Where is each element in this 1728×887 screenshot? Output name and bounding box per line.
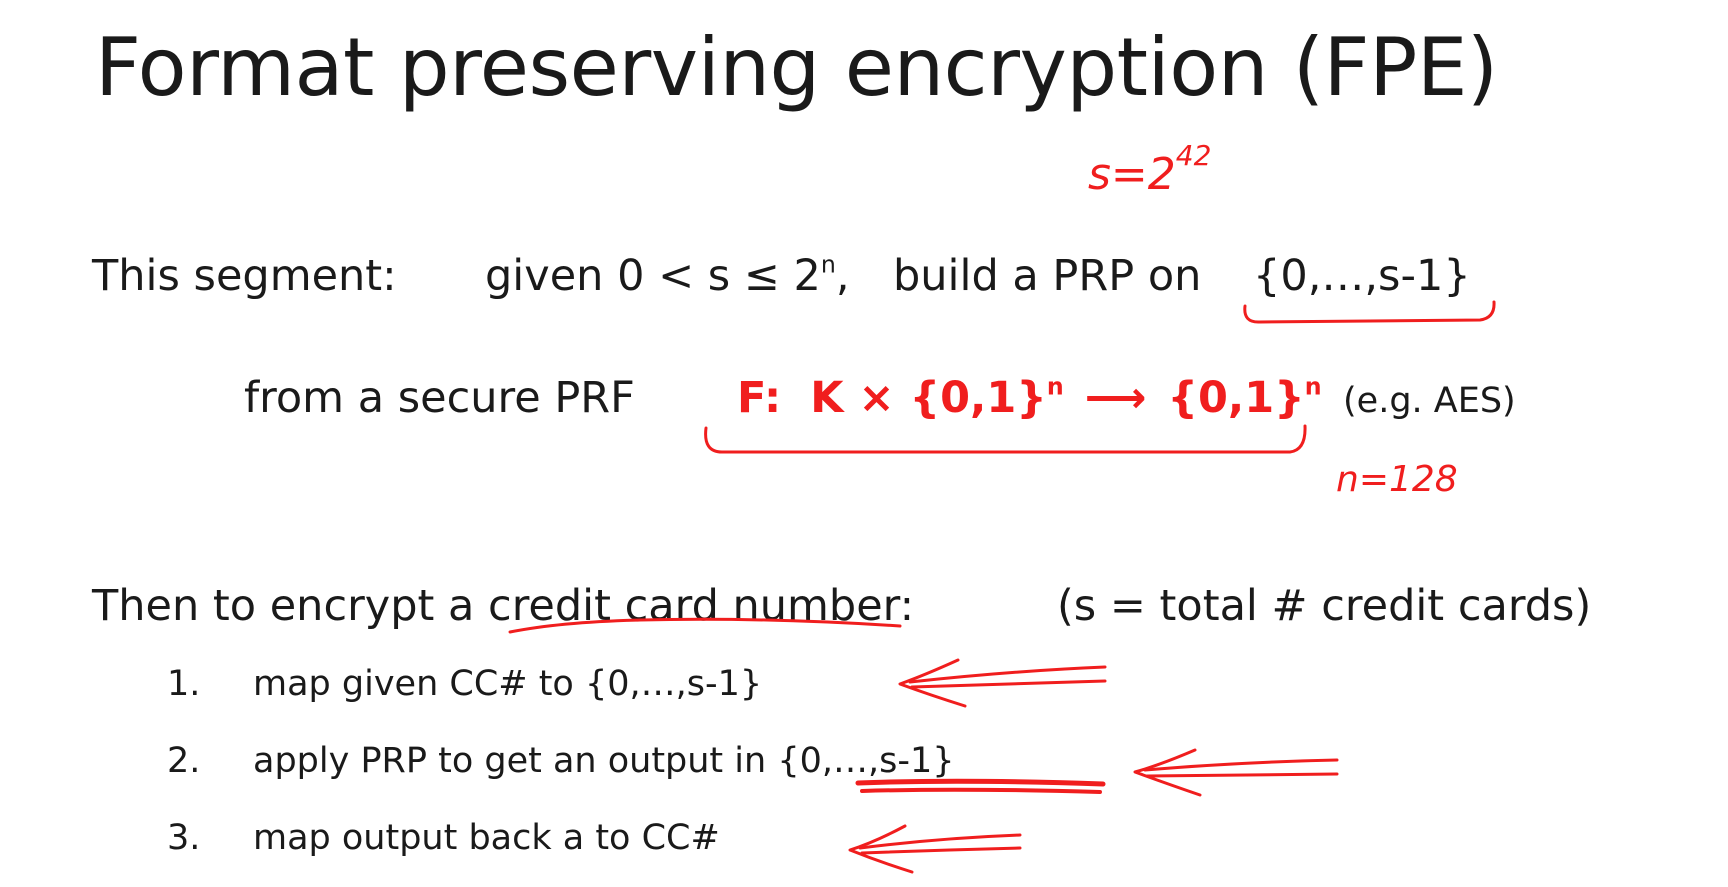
step-3-text: map output back a to CC# (253, 818, 720, 858)
given-sup: n (820, 250, 836, 279)
prf-prefix: from a secure PRF (244, 373, 635, 423)
encrypt-note: (s = total # credit cards) (1057, 581, 1592, 631)
step-3-number: 3. (167, 818, 201, 858)
arrow-step-1 (898, 658, 1107, 708)
encrypt-heading: Then to encrypt a credit card number: (92, 581, 915, 631)
prf-example: (e.g. AES) (1343, 381, 1516, 421)
step-1-number: 1. (167, 664, 201, 704)
segment-label: This segment: (92, 251, 397, 301)
step2-underline-2 (860, 787, 1102, 794)
prf-domain: K × {0,1}n (810, 373, 1064, 423)
slide-title: Format preserving encryption (FPE) (95, 21, 1498, 114)
s-value-exponent: 42 (1175, 139, 1212, 172)
prf-domain-sup: n (1046, 372, 1064, 401)
set-underline-bracket (1243, 300, 1496, 324)
segment-given: given 0 < s ≤ 2n, (485, 250, 850, 302)
prf-range-text: {0,1} (1167, 373, 1305, 423)
prf-range-sup: n (1304, 372, 1322, 401)
s-value-annotation: s=242 (1088, 142, 1211, 200)
step-2: 2. apply PRP to get an output in {0,…,s-1… (167, 739, 955, 783)
step-2-text: apply PRP to get an output in {0,…,s-1} (253, 741, 955, 781)
prf-range: {0,1}n (1167, 373, 1321, 423)
prf-definition: F: K × {0,1}n ⟶ {0,1}n (737, 372, 1322, 424)
given-suffix: , (835, 251, 850, 301)
prf-underline-bracket (704, 424, 1307, 454)
step-3: 3. map output back a to CC# (167, 816, 720, 860)
arrow-step-2 (1133, 748, 1339, 797)
step-2-number: 2. (167, 741, 201, 781)
step-1-text: map given CC# to {0,…,s-1} (253, 664, 763, 704)
prf-domain-text: K × {0,1} (810, 373, 1047, 423)
given-prefix: given 0 < s ≤ 2 (485, 251, 821, 301)
n-value-annotation: n=128 (1336, 459, 1458, 500)
arrow-step-3 (848, 824, 1022, 874)
step-1: 1. map given CC# to {0,…,s-1} (167, 662, 762, 706)
segment-set: {0,…,s-1} (1253, 251, 1471, 301)
segment-build: build a PRP on (893, 251, 1202, 301)
s-value-base: s=2 (1088, 149, 1176, 200)
prf-f-label: F: (737, 373, 782, 423)
prf-arrow: ⟶ (1084, 373, 1147, 423)
